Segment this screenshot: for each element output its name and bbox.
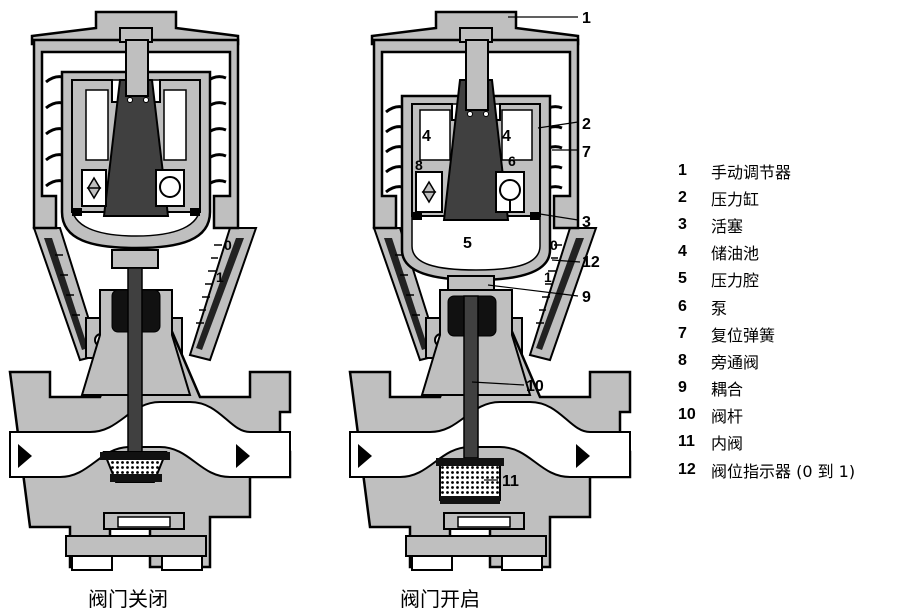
legend-number: 10 [678,406,696,424]
legend-label: 泵 [711,298,728,318]
scale-one-right: 1 [544,269,552,285]
callout-1: 1 [582,10,591,27]
callout-10: 10 [526,378,544,395]
legend-item: 4 储油池 [678,239,923,266]
legend-number: 9 [678,379,687,397]
legend-label: 阀位指示器 (0 到 1) [711,461,856,481]
legend-number: 12 [678,460,696,478]
legend-number: 5 [678,270,687,288]
legend-item: 3 活塞 [678,211,923,238]
label-reservoir-right: 4 [502,128,511,145]
legend-number: 6 [678,297,687,315]
scale-one-left: 1 [216,269,224,285]
label-reservoir-left: 4 [422,128,431,145]
legend-number: 4 [678,243,687,261]
legend-item: 1 手动调节器 [678,157,923,184]
legend-item: 8 旁通阀 [678,347,923,374]
legend-label: 储油池 [711,244,760,264]
legend-label: 旁通阀 [711,352,760,372]
legend-label: 内阀 [711,434,744,454]
label-chamber: 5 [463,235,472,252]
legend-label: 手动调节器 [711,162,792,182]
open-valve-drawing: 0 1 [348,10,632,572]
legend-item: 11 内阀 [678,429,923,456]
legend-item: 7 复位弹簧 [678,320,923,347]
legend-item: 9 耦合 [678,375,923,402]
caption-open: 阀门开启 [400,587,480,611]
callout-11: 11 [502,473,519,490]
callout-3: 3 [582,214,591,231]
scale-zero-right: 0 [550,237,558,253]
legend-number: 8 [678,351,687,369]
legend-number: 7 [678,324,687,342]
legend-number: 11 [678,433,695,451]
label-pump: 6 [508,153,516,169]
legend-number: 1 [678,161,687,179]
legend-item: 12 阀位指示器 (0 到 1) [678,456,923,483]
callout-2: 2 [582,116,591,133]
legend-label: 阀杆 [711,407,744,427]
legend-item: 2 压力缸 [678,184,923,211]
closed-valve-drawing: 0 1 [8,10,292,572]
legend-number: 2 [678,188,687,206]
legend-number: 3 [678,215,687,233]
callout-7: 7 [582,144,591,161]
label-bypass: 8 [415,157,423,173]
callout-9: 9 [582,289,591,306]
caption-closed: 阀门关闭 [88,587,168,611]
legend-label: 活塞 [711,216,744,236]
legend-label: 复位弹簧 [711,325,776,345]
legend-label: 压力缸 [711,189,760,209]
scale-zero-left: 0 [224,237,232,253]
legend-label: 耦合 [711,380,744,400]
callout-12: 12 [582,254,600,271]
legend-label: 压力腔 [711,271,760,291]
legend-item: 10 阀杆 [678,402,923,429]
legend-item: 5 压力腔 [678,266,923,293]
